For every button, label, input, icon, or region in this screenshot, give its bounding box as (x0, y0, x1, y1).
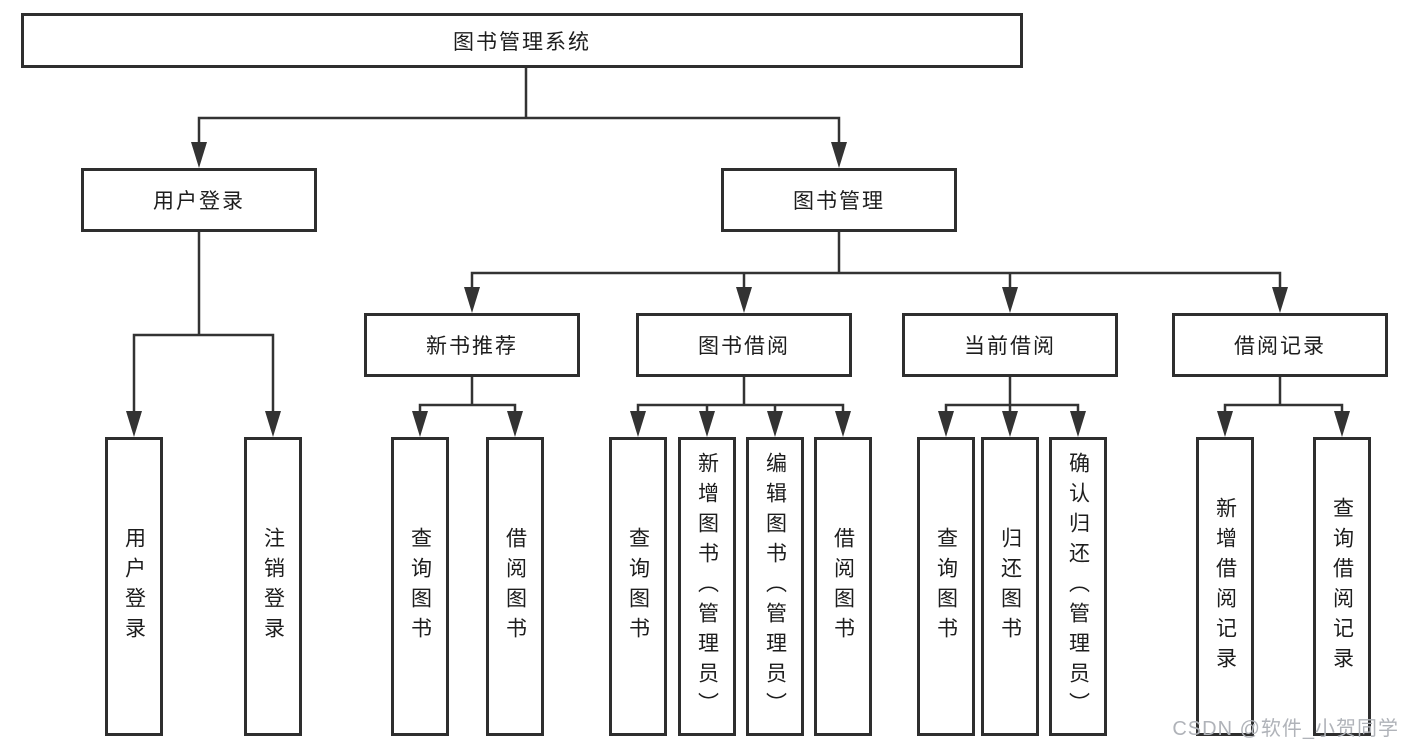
leaf-add-borrow-record-label: 新增借阅记录 (1213, 496, 1237, 677)
node-book-management-label: 图书管理 (793, 190, 885, 213)
leaf-query-books-recommend: 查询图书 (391, 437, 449, 736)
leaf-query-books-current-label: 查询图书 (934, 526, 958, 647)
leaf-query-books-borrow-label: 查询图书 (626, 526, 650, 647)
leaf-borrow-books: 借阅图书 (814, 437, 872, 736)
leaf-query-books-recommend-label: 查询图书 (408, 526, 432, 647)
leaf-query-books-current: 查询图书 (917, 437, 975, 736)
connector-paths (132, 66, 1344, 417)
leaf-query-borrow-record: 查询借阅记录 (1313, 437, 1371, 736)
node-borrow-records: 借阅记录 (1172, 313, 1388, 377)
leaf-add-borrow-record: 新增借阅记录 (1196, 437, 1254, 736)
leaf-query-books-borrow: 查询图书 (609, 437, 667, 736)
node-root-label: 图书管理系统 (453, 30, 591, 54)
leaf-confirm-return-admin: 确认归还（管理员） (1049, 437, 1107, 736)
leaf-return-books-label: 归还图书 (998, 526, 1022, 647)
node-current-borrow-label: 当前借阅 (964, 335, 1056, 358)
leaf-logout-label: 注销登录 (261, 526, 285, 647)
leaf-borrow-books-recommend: 借阅图书 (486, 437, 544, 736)
node-new-book-recommend: 新书推荐 (364, 313, 580, 377)
node-new-book-recommend-label: 新书推荐 (426, 335, 518, 358)
leaf-return-books: 归还图书 (981, 437, 1039, 736)
node-root: 图书管理系统 (21, 13, 1023, 68)
node-current-borrow: 当前借阅 (902, 313, 1118, 377)
leaf-borrow-books-label: 借阅图书 (831, 526, 855, 647)
node-book-management: 图书管理 (721, 168, 957, 232)
leaf-borrow-books-recommend-label: 借阅图书 (503, 526, 527, 647)
node-book-borrow: 图书借阅 (636, 313, 852, 377)
leaf-add-books-admin: 新增图书（管理员） (678, 437, 736, 736)
leaf-edit-books-admin: 编辑图书（管理员） (746, 437, 804, 736)
leaf-confirm-return-admin-label: 确认归还（管理员） (1066, 451, 1090, 722)
node-user-login-label: 用户登录 (153, 190, 245, 213)
leaf-edit-books-admin-label: 编辑图书（管理员） (763, 451, 787, 722)
leaf-user-login-label: 用户登录 (122, 526, 146, 647)
leaf-query-borrow-record-label: 查询借阅记录 (1330, 496, 1354, 677)
leaf-user-login: 用户登录 (105, 437, 163, 736)
node-borrow-records-label: 借阅记录 (1234, 335, 1326, 358)
node-user-login: 用户登录 (81, 168, 317, 232)
csdn-watermark: CSDN @软件_小贺同学 (1172, 718, 1399, 740)
leaf-logout: 注销登录 (244, 437, 302, 736)
node-book-borrow-label: 图书借阅 (698, 335, 790, 358)
leaf-add-books-admin-label: 新增图书（管理员） (695, 451, 719, 722)
